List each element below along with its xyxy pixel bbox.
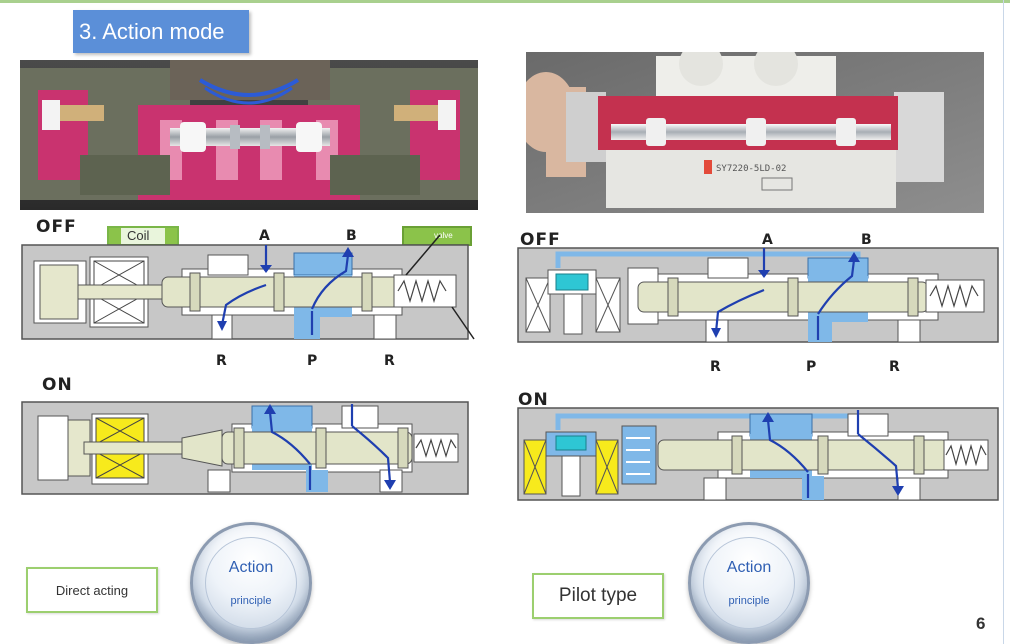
orb-title-right: Action bbox=[726, 559, 772, 576]
page-number: 6 bbox=[976, 614, 986, 633]
orb-subtitle-left: principle bbox=[230, 595, 272, 607]
right-off-port-a: A bbox=[762, 232, 773, 248]
left-on-label: ON bbox=[42, 375, 73, 395]
coil-tag: Coil bbox=[107, 226, 179, 246]
right-off-port-r1: R bbox=[710, 359, 721, 375]
right-off-port-p: P bbox=[806, 359, 817, 375]
orb-subtitle-right: principle bbox=[728, 595, 770, 607]
left-on-schematic bbox=[21, 401, 469, 495]
direct-acting-valve-photo bbox=[20, 60, 478, 210]
left-off-schematic bbox=[21, 234, 475, 343]
right-off-label: OFF bbox=[520, 230, 561, 250]
left-off-port-a: A bbox=[259, 228, 270, 244]
action-principle-button-right[interactable]: Action principle bbox=[688, 522, 810, 644]
right-on-label: ON bbox=[518, 390, 549, 410]
left-off-port-p: P bbox=[307, 353, 318, 369]
right-off-schematic bbox=[517, 247, 999, 344]
right-rule bbox=[1003, 0, 1004, 644]
right-on-schematic bbox=[517, 407, 999, 502]
orb-inner-left bbox=[205, 537, 297, 629]
action-principle-button-left[interactable]: Action principle bbox=[190, 522, 312, 644]
photo-model-label: SY7220-5LD-02 bbox=[716, 164, 786, 174]
direct-acting-caption: Direct acting bbox=[26, 567, 158, 613]
top-rule bbox=[0, 0, 1010, 3]
right-off-port-b: B bbox=[861, 232, 872, 248]
valve-tag: valve bbox=[402, 226, 472, 246]
right-off-port-r2: R bbox=[889, 359, 900, 375]
left-off-port-r2: R bbox=[384, 353, 395, 369]
left-off-port-b: B bbox=[346, 228, 357, 244]
left-off-port-r1: R bbox=[216, 353, 227, 369]
pilot-type-valve-photo: SY7220-5LD-02 bbox=[526, 52, 984, 213]
pilot-type-caption: Pilot type bbox=[532, 573, 664, 619]
orb-title-left: Action bbox=[228, 559, 274, 576]
left-off-label: OFF bbox=[36, 217, 77, 237]
orb-inner-right bbox=[703, 537, 795, 629]
slide-title: 3. Action mode bbox=[73, 10, 249, 53]
